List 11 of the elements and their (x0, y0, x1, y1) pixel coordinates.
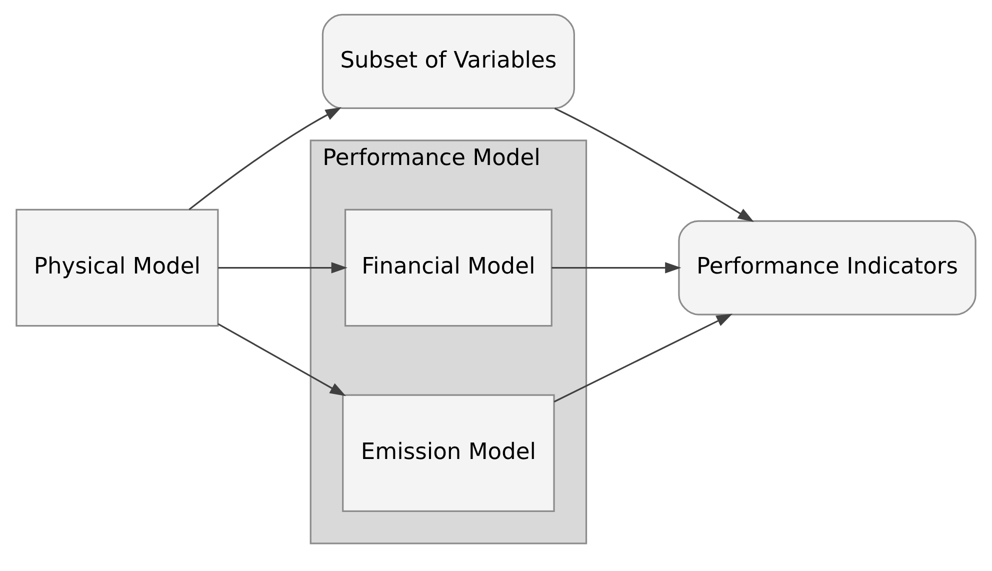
node-box: Performance Indicators (678, 220, 976, 316)
node-box: Subset of Variables (322, 14, 575, 109)
node-box: Emission Model (342, 394, 555, 512)
arrow (554, 314, 733, 402)
arrow (218, 262, 348, 274)
arrow (218, 323, 346, 396)
arrow (188, 107, 342, 210)
arrow (554, 108, 754, 222)
node-box: Financial Model (344, 208, 552, 327)
node-box: Physical Model (16, 208, 219, 327)
arrow (552, 262, 682, 274)
